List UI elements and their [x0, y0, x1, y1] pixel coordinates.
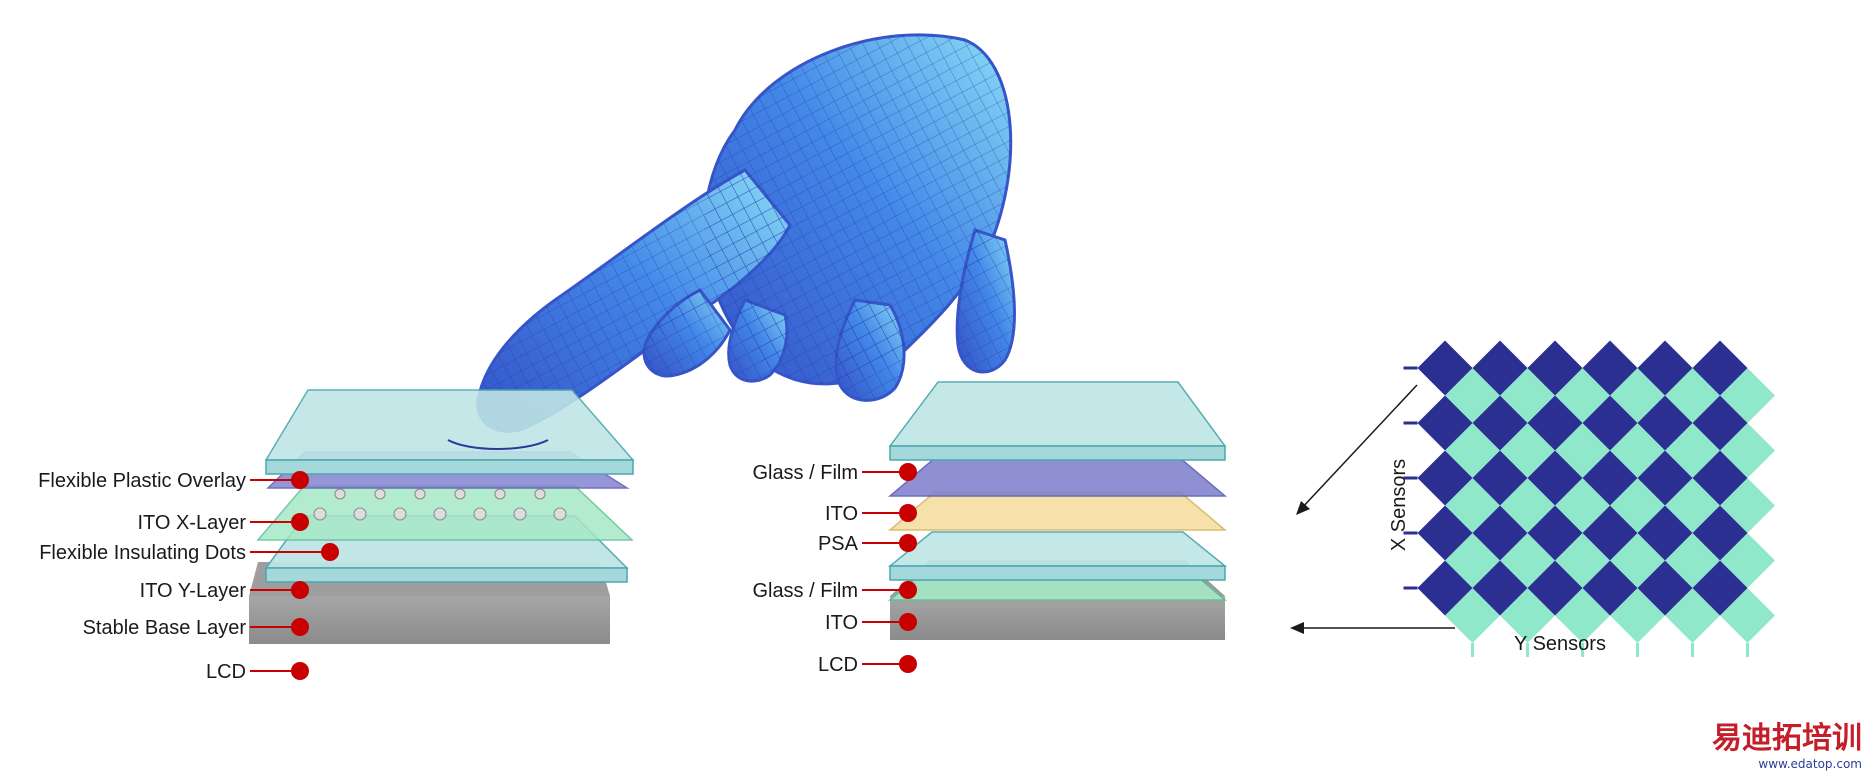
capacitive-layer-label: Glass / Film [752, 462, 858, 484]
glass-film-bottom-plate [890, 532, 1225, 580]
x-sensors-label: X Sensors [1388, 459, 1410, 551]
capacitive-marker-dot [899, 504, 917, 522]
capacitive-layer-label: ITO [825, 612, 858, 634]
psa-plate [890, 492, 1225, 530]
glass-film-top-plate [890, 382, 1225, 460]
resistive-layer-label: ITO Y-Layer [140, 580, 247, 602]
watermark-url: www.edatop.com [1758, 757, 1862, 771]
resistive-marker-dot [321, 543, 339, 561]
capacitive-layer-label: PSA [818, 533, 859, 555]
resistive-layer-label: Stable Base Layer [83, 617, 247, 639]
resistive-marker-dot [291, 581, 309, 599]
resistive-layer-label: ITO X-Layer [137, 512, 246, 534]
capacitive-marker-dot [899, 534, 917, 552]
capacitive-marker-dot [899, 581, 917, 599]
capacitive-layer-label: ITO [825, 503, 858, 525]
capacitive-layer-label: LCD [818, 654, 858, 676]
sensor-diamond-grid [1404, 341, 1776, 658]
y-sensors-label: Y Sensors [1514, 633, 1606, 655]
resistive-marker-dot [291, 618, 309, 636]
resistive-layer-label: Flexible Plastic Overlay [38, 470, 246, 492]
ito-top-plate [890, 458, 1225, 496]
flexible-plastic-overlay-plate [266, 390, 633, 474]
watermark-text: 易迪拓培训 [1712, 721, 1862, 756]
resistive-marker-dot [291, 662, 309, 680]
capacitive-marker-dot [899, 613, 917, 631]
wireframe-hand-icon [478, 35, 1015, 432]
edatop-watermark: 易迪拓培训 www.edatop.com [1712, 721, 1862, 771]
capacitive-marker-dot [899, 463, 917, 481]
capacitive-layer-label: Glass / Film [752, 580, 858, 602]
y-sensors-arrow [1290, 622, 1455, 634]
resistive-layer-label: Flexible Insulating Dots [39, 542, 246, 564]
resistive-marker-dot [291, 513, 309, 531]
resistive-marker-dot [291, 471, 309, 489]
resistive-layer-label: LCD [206, 661, 246, 683]
capacitive-marker-dot [899, 655, 917, 673]
